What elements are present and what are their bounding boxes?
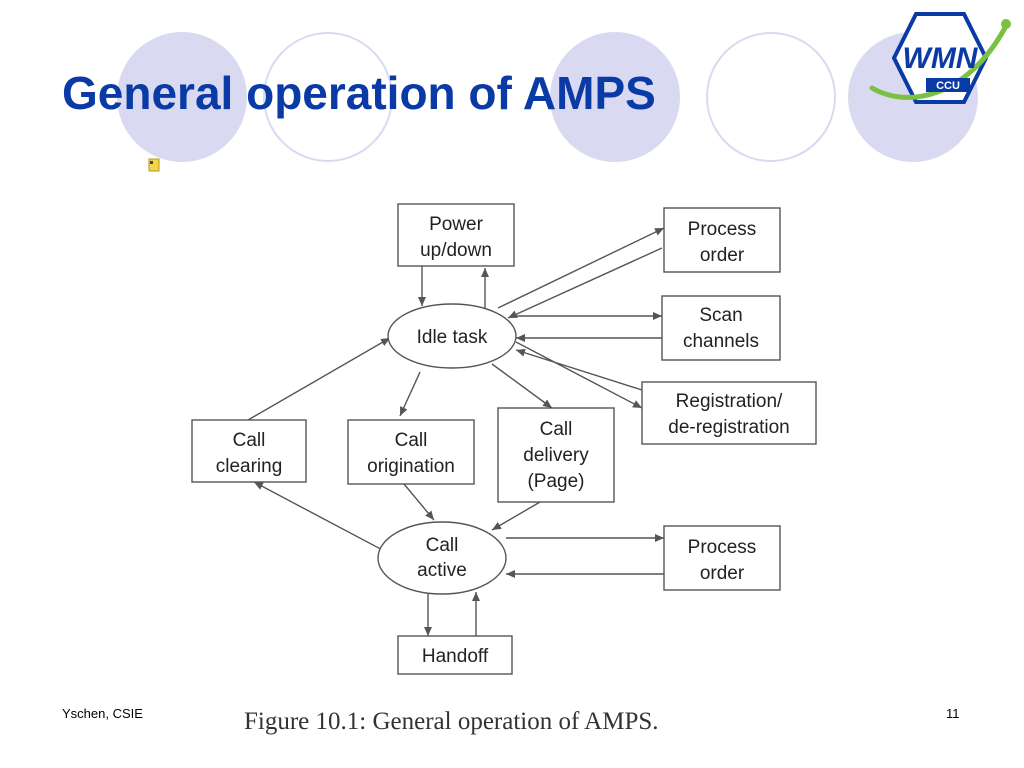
- decor-circle-2: [263, 32, 393, 162]
- node-call-origination: Call origination: [347, 419, 475, 485]
- svg-text:channels: channels: [683, 331, 759, 352]
- decor-circle-1: [117, 32, 247, 162]
- node-scan-channels: Scan channels: [661, 295, 781, 361]
- svg-text:de-registration: de-registration: [668, 417, 789, 438]
- figure-caption: Figure 10.1: General operation of AMPS.: [244, 708, 659, 735]
- svg-text:order: order: [700, 563, 745, 584]
- svg-text:Call: Call: [395, 430, 428, 451]
- wmn-logo: WMN CCU: [869, 12, 1011, 104]
- logo-subtext: CCU: [936, 80, 960, 92]
- svg-text:(Page): (Page): [527, 471, 584, 492]
- page-number: 11: [946, 706, 960, 721]
- node-call-delivery: Call delivery (Page): [497, 407, 615, 503]
- svg-text:Call: Call: [233, 430, 266, 451]
- svg-text:delivery: delivery: [523, 445, 589, 466]
- svg-text:origination: origination: [367, 456, 455, 477]
- footer-author: Yschen, CSIE: [62, 706, 143, 721]
- svg-text:Call: Call: [426, 535, 459, 556]
- slide-title: General operation of AMPS: [62, 67, 656, 119]
- svg-text:active: active: [417, 560, 467, 581]
- node-registration: Registration/ de-registration: [641, 381, 817, 445]
- svg-text:Idle task: Idle task: [417, 327, 488, 348]
- node-handoff: Handoff: [397, 635, 513, 675]
- svg-text:up/down: up/down: [420, 240, 492, 261]
- svg-text:Handoff: Handoff: [422, 646, 489, 667]
- node-process-order-bottom: Process order: [663, 525, 781, 591]
- logo-text: WMN: [903, 42, 979, 75]
- svg-text:Process: Process: [688, 219, 757, 240]
- svg-text:Scan: Scan: [699, 305, 742, 326]
- node-call-active: Call active: [377, 521, 507, 595]
- svg-text:Power: Power: [429, 214, 484, 235]
- diagram-edges: [247, 227, 665, 636]
- decor-circle-4: [706, 32, 836, 162]
- decor-circle-3: [550, 32, 680, 162]
- svg-text:Process: Process: [688, 537, 757, 558]
- node-call-clearing: Call clearing: [191, 419, 307, 483]
- svg-text:order: order: [700, 245, 745, 266]
- amps-state-diagram: Power up/down Process order Scan channel…: [191, 203, 817, 675]
- bullet-icon: [148, 158, 160, 172]
- node-idle-task: Idle task: [387, 303, 517, 369]
- svg-text:Registration/: Registration/: [676, 391, 783, 412]
- svg-text:Call: Call: [540, 419, 573, 440]
- node-process-order-top: Process order: [663, 207, 781, 273]
- svg-text:clearing: clearing: [216, 456, 283, 477]
- node-power-up-down: Power up/down: [397, 203, 515, 267]
